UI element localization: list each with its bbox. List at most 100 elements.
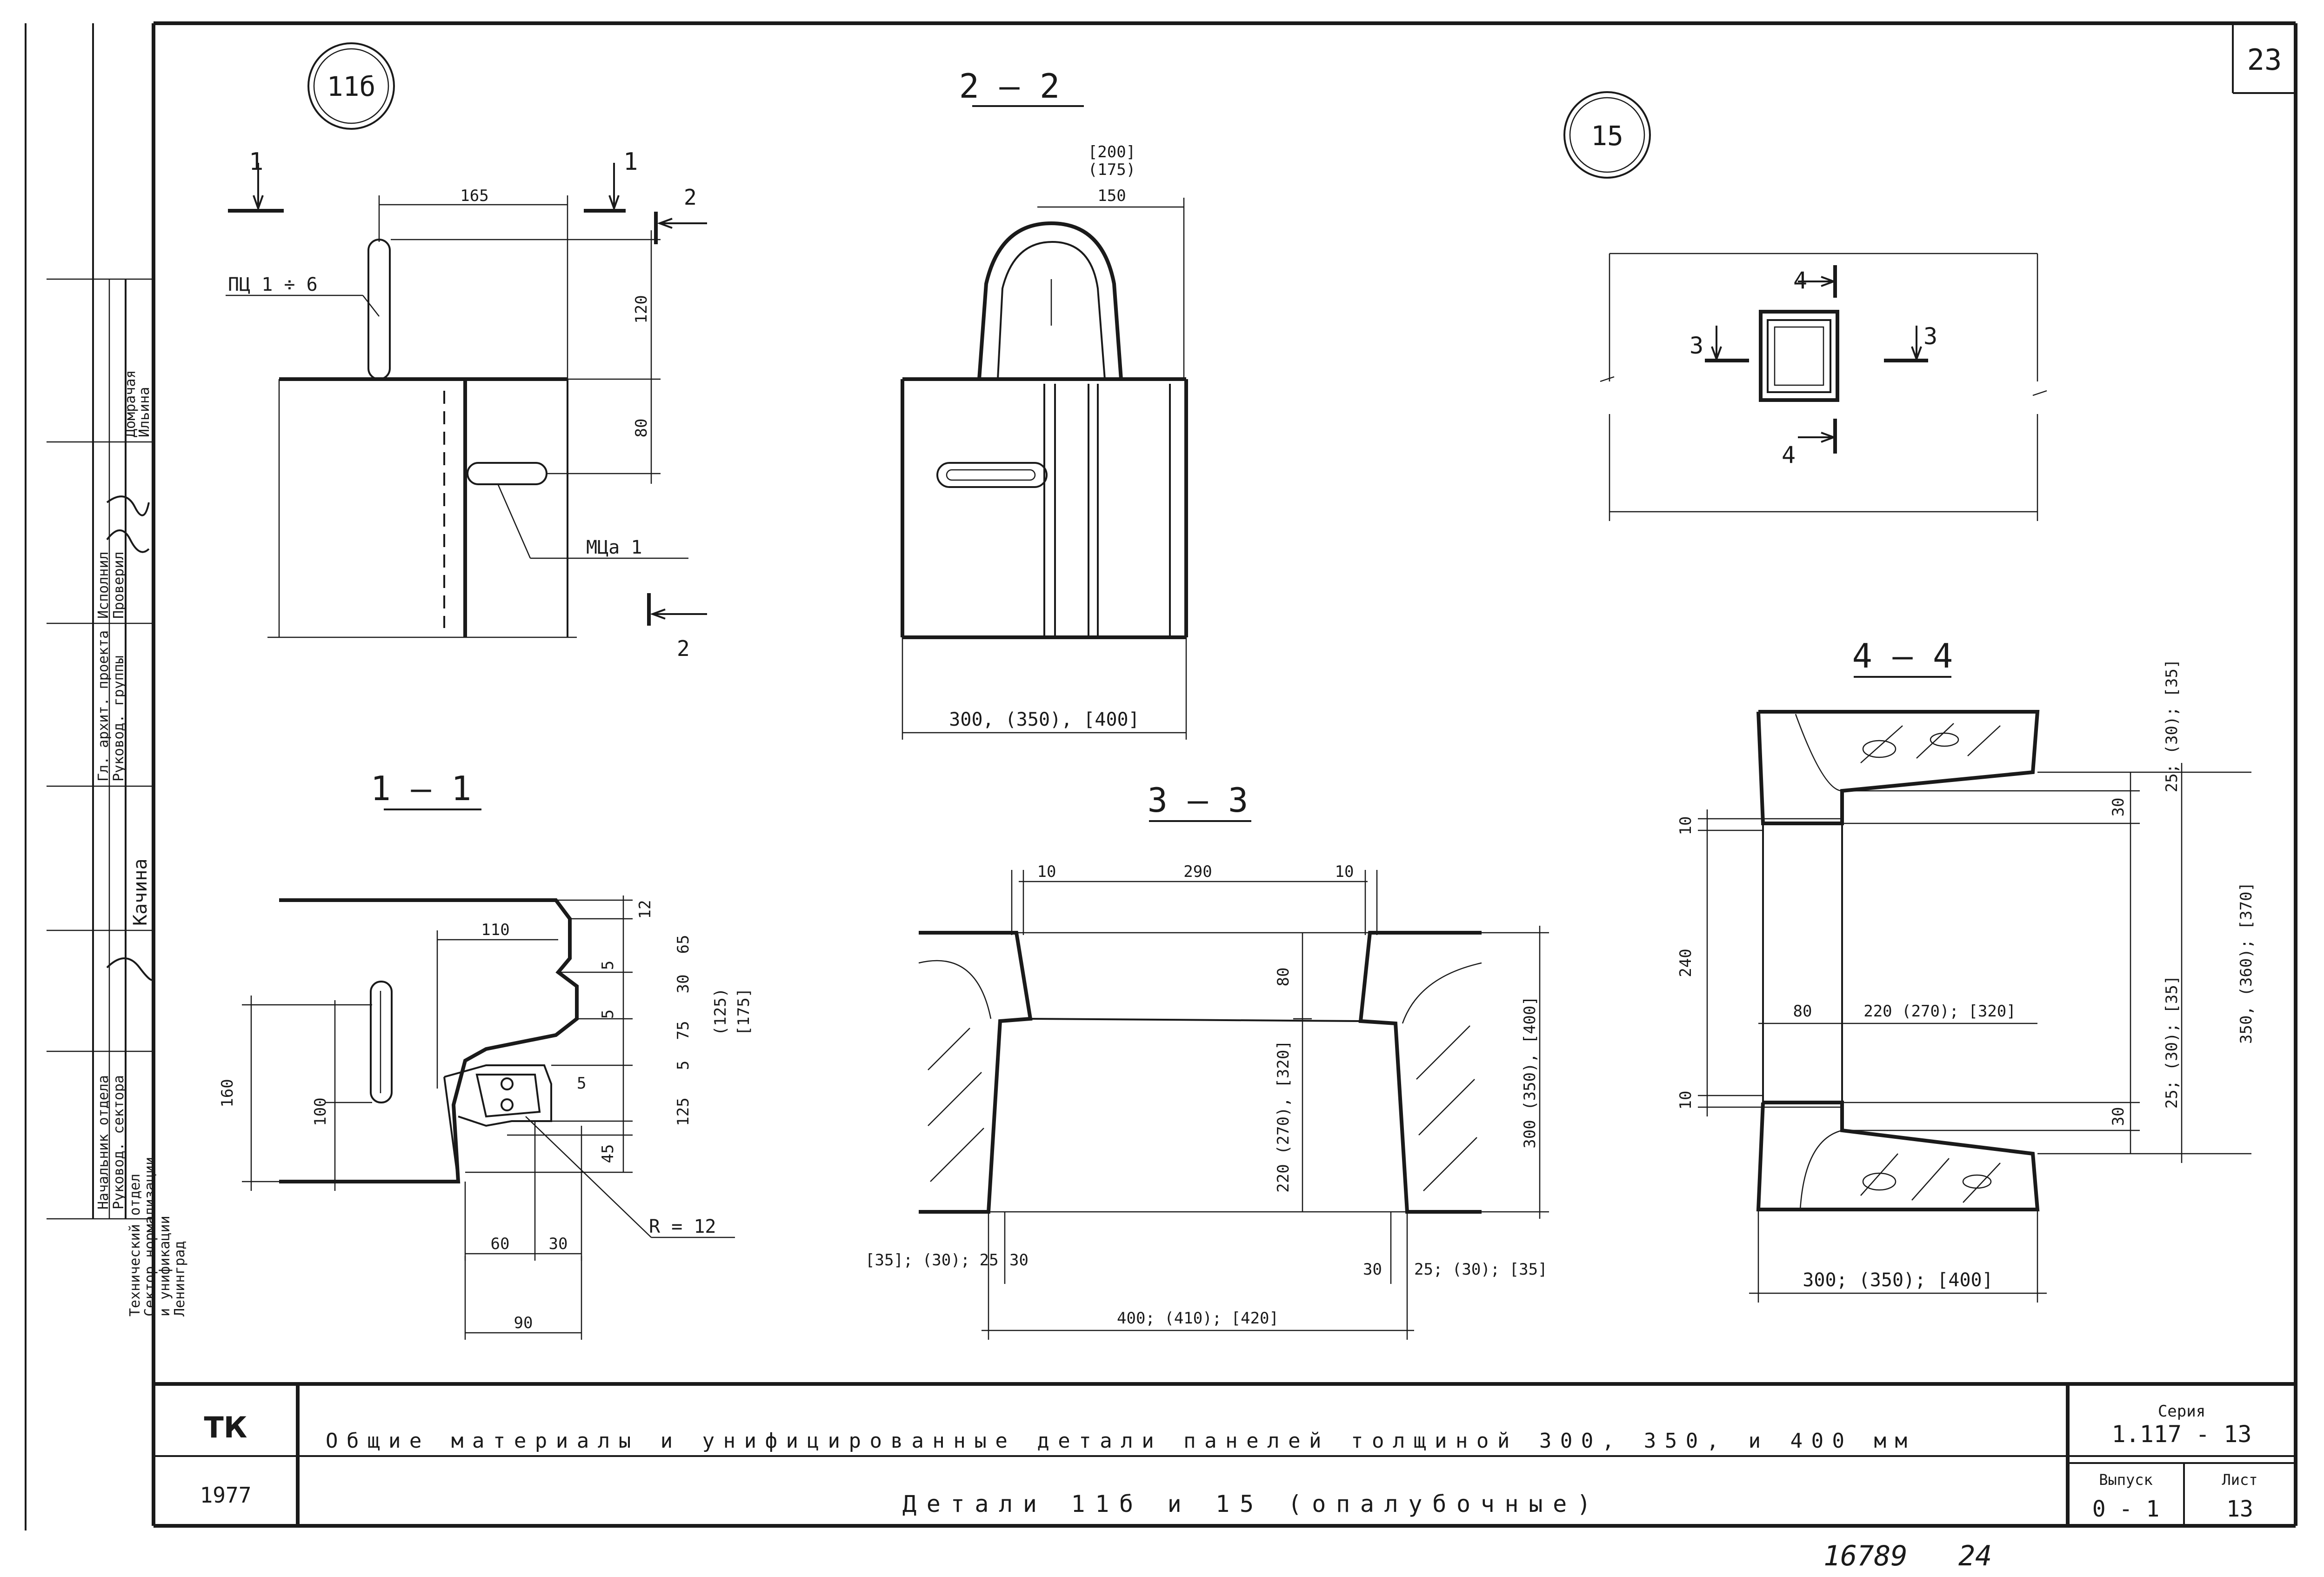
stamp-name: Ильина [136,387,153,437]
section-2-2-title: 2 — 2 [959,67,1060,106]
dim-11-12: 12 [636,900,654,919]
dim-33-220: 220 (270), [320] [1274,1040,1293,1193]
dim-11-110: 110 [481,921,509,939]
dim-44-25bot: 25; (30); [35] [2163,976,2181,1109]
title-year: 1977 [200,1483,252,1508]
stamp-role: Гл. архит. проекта [95,630,112,782]
sheet-frame [152,21,2297,1528]
cut-mark-4-top: 4 [1793,267,1807,294]
dim-22-top: [200] [1088,143,1135,161]
stamp-role: Руковод. сектора [111,1075,127,1209]
dim-44-240: 240 [1676,949,1695,977]
section-4-4-title: 4 — 4 [1852,636,1953,675]
title-line2: Детали 11б и 15 (опалубочные) [902,1490,1591,1517]
title-line1: Общие материалы и унифицированные детали… [326,1429,1907,1453]
dim-44-25top: 25; (30); [35] [2163,659,2181,793]
series-value: 1.117 - 13 [2111,1421,2251,1448]
plan-15 [1600,253,2047,521]
dim-11b-h120: 120 [632,295,651,323]
cut-mark-3-left: 3 [1690,332,1703,359]
title-code: ТК [204,1410,247,1444]
stamp-org-line: Технический отдел [127,1174,143,1316]
dim-33-right: 300 (350), [400] [1521,996,1539,1149]
dim-11-30: 30 [674,975,693,994]
dim-44-220: 220 (270); [320] [1863,1002,2016,1021]
signature-mark [106,529,150,553]
label-radius: R = 12 [649,1216,716,1237]
sheet-label: Лист [2222,1471,2257,1489]
dim-11-160: 160 [218,1079,237,1107]
stamp-role: Исполнил [95,552,112,619]
dim-11-125: 125 [674,1097,693,1126]
stamp-org-line: Сектор нормализации [142,1157,158,1316]
archive-number: 16789 [1823,1540,1908,1572]
section-4-4 [1698,710,2251,1303]
dim-11-5a: 5 [599,961,617,970]
cut-mark-1-right: 1 [623,148,638,176]
cut-mark-2-top: 2 [684,185,697,210]
dim-11-125s: (125) [711,988,730,1036]
cut-mark-2-bottom: 2 [677,636,690,661]
detail-15-marker [1563,91,1651,179]
cut-mark-1-left: 1 [249,148,263,176]
dim-11-175s: [175] [735,988,753,1036]
stamp-role: Начальник отдела [95,1075,112,1209]
detail-11b-label: 11б [327,71,376,102]
dim-44-10a: 10 [1676,816,1695,835]
dim-11-5d: 5 [577,1074,586,1093]
dim-44-bottom: 300; (350); [400] [1803,1270,1993,1291]
section-1-1 [242,895,735,1340]
dim-11-100: 100 [311,1097,330,1126]
detail-11b-marker [307,42,395,130]
dim-11-65: 65 [674,935,693,954]
dim-33-30r: 30 [1363,1260,1382,1279]
stamp-org: Технический отдел Сектор нормализации и … [127,1157,188,1316]
archive-suffix: 24 [1958,1540,1992,1572]
side-stamp [25,23,154,1530]
label-pc: ПЦ 1 ÷ 6 [228,274,318,295]
section-3-3 [918,870,1549,1340]
dim-11-75: 75 [674,1021,693,1040]
section-1-1-title: 1 — 1 [371,769,472,808]
stamp-name: Качина [130,859,151,926]
section-2-2 [901,198,1188,740]
signature-mark [106,495,150,516]
dim-11-90: 90 [514,1314,533,1332]
stamp-org-line: Ленинград [172,1241,188,1316]
signature-mark [106,957,154,981]
stamp-role: Проверил [111,552,127,619]
dim-44-80: 80 [1793,1002,1812,1021]
dim-11b-width: 165 [460,187,488,205]
issue-label: Выпуск [2099,1471,2153,1489]
dim-33-10b: 10 [1335,862,1354,881]
sheet-value: 13 [2226,1496,2253,1522]
elevation-11b [226,163,707,638]
issue-value: 0 - 1 [2092,1496,2160,1522]
dim-22-mid: (175) [1088,160,1135,179]
dim-11-45: 45 [599,1144,617,1163]
dim-11-30b: 30 [549,1235,568,1253]
page-number: 23 [2247,43,2282,77]
dim-11-60: 60 [491,1235,510,1253]
label-mc: МЦа 1 [586,537,642,558]
dim-22-width: 300, (350), [400] [949,709,1139,730]
dim-22-bottom: 150 [1097,187,1126,205]
section-3-3-title: 3 — 3 [1148,781,1249,820]
cut-mark-3-right: 3 [1923,323,1937,350]
dim-11b-h80: 80 [632,419,651,438]
dim-44-30b: 30 [2109,1107,2128,1126]
stamp-name: Домрачая [122,370,139,438]
dim-33-290: 290 [1183,862,1212,881]
dim-33-left: [35]; (30); 25 [865,1251,999,1270]
cut-mark-4-bottom: 4 [1782,441,1796,468]
dim-33-80: 80 [1274,968,1293,987]
dim-33-bottom: 400; (410); [420] [1117,1309,1279,1328]
dim-33-right2: 25; (30); [35] [1414,1260,1548,1279]
stamp-org-line: и унификации [157,1216,173,1316]
title-block [154,1382,2296,1526]
detail-15-label: 15 [1591,120,1623,152]
dim-33-30l: 30 [1009,1251,1028,1270]
dim-44-30a: 30 [2109,798,2128,817]
stamp-role: Руковод. группы [111,655,127,782]
